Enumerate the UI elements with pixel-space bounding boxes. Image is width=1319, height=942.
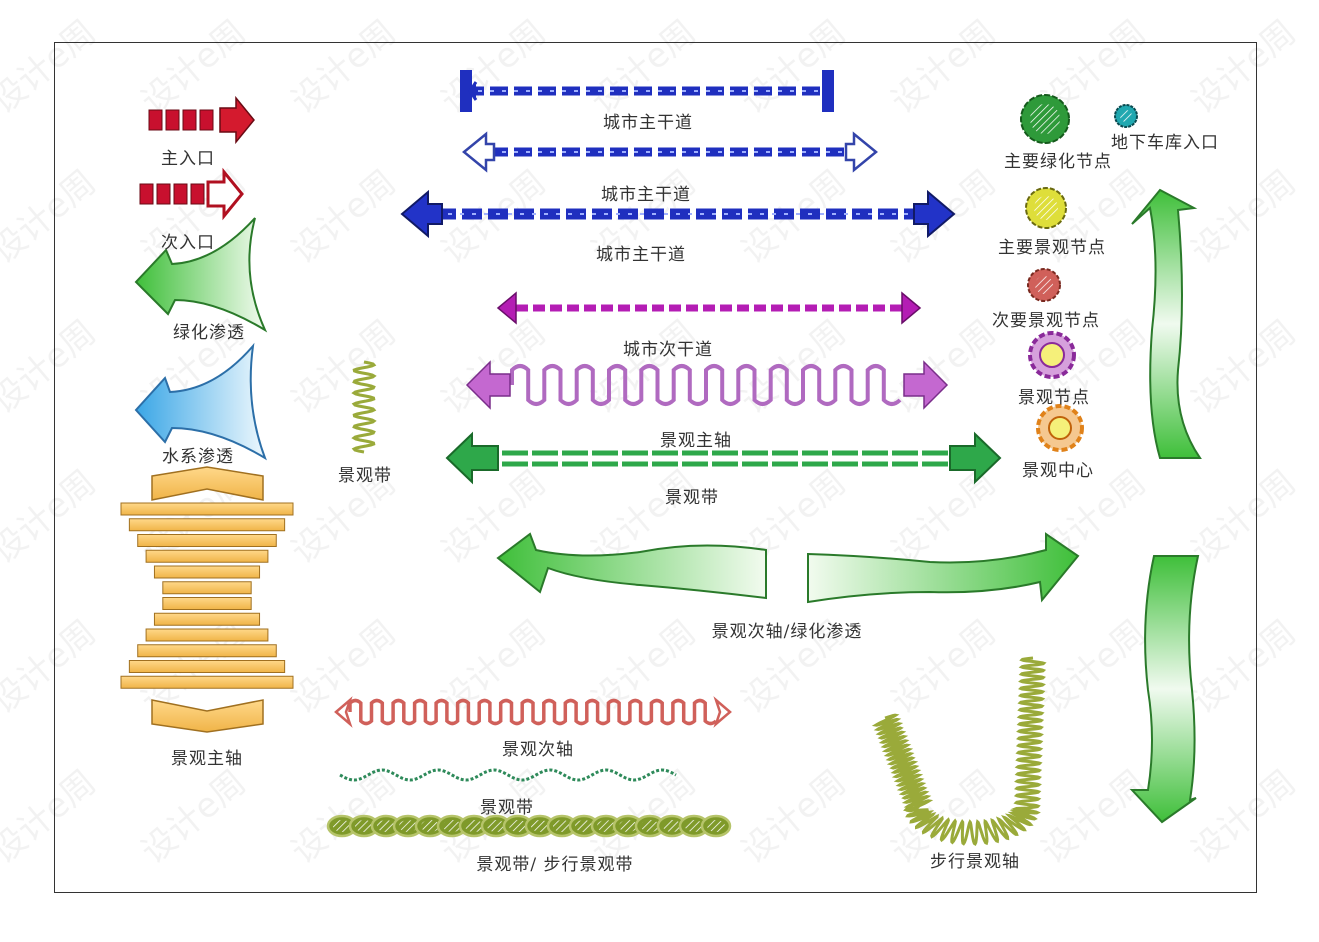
label-main-landscape-node: 主要景观节点 bbox=[998, 238, 1106, 258]
sub-entrance-arrow bbox=[139, 167, 244, 221]
walk-axis-coil bbox=[871, 656, 1047, 847]
water-permeation-funnel bbox=[134, 342, 267, 461]
label-landscape-belt-mid: 景观带 bbox=[665, 488, 719, 508]
landscape-belt-thin-wave bbox=[339, 768, 677, 782]
underground-garage-symbol bbox=[1114, 104, 1138, 128]
label-secondary-landscape-node: 次要景观节点 bbox=[992, 311, 1100, 331]
label-water-permeation: 水系渗透 bbox=[162, 447, 234, 467]
label-landscape-main-axis: 景观主轴 bbox=[660, 431, 732, 451]
label-green-permeation: 绿化渗透 bbox=[173, 323, 245, 343]
label-belt-walk: 景观带/ 步行景观带 bbox=[476, 855, 634, 875]
city-secondary-road bbox=[496, 291, 922, 325]
label-landscape-belt-bottom: 景观带 bbox=[480, 798, 534, 818]
landscape-main-axis-symbol bbox=[120, 466, 294, 733]
legend-frame bbox=[54, 42, 1257, 893]
landscape-center-symbol bbox=[1036, 404, 1084, 452]
label-landscape-belt-small: 景观带 bbox=[338, 466, 392, 486]
landscape-belt-green-double bbox=[445, 431, 1002, 485]
right-vertical-arrow-up bbox=[1131, 188, 1202, 459]
secondary-axis-arrow-right bbox=[807, 532, 1080, 604]
right-vertical-arrow-down bbox=[1129, 555, 1200, 824]
landscape-main-axis-wave bbox=[465, 360, 949, 410]
label-sub-entrance: 次入口 bbox=[161, 233, 215, 253]
label-secondary-axis-green: 景观次轴/绿化渗透 bbox=[711, 622, 863, 642]
label-landscape-center: 景观中心 bbox=[1022, 461, 1094, 481]
label-landscape-secondary-axis: 景观次轴 bbox=[502, 740, 574, 760]
label-walk-axis: 步行景观轴 bbox=[930, 852, 1020, 872]
label-underground-garage: 地下车库入口 bbox=[1111, 133, 1219, 153]
label-landscape-node: 景观节点 bbox=[1018, 388, 1090, 408]
landscape-belt-vertical-wave bbox=[351, 360, 377, 454]
landscape-secondary-axis-wave bbox=[334, 696, 732, 728]
label-city-secondary: 城市次干道 bbox=[623, 340, 713, 360]
label-city-trunk-3: 城市主干道 bbox=[596, 245, 686, 265]
landscape-belt-walk-chain bbox=[326, 814, 732, 838]
city-trunk-road-2 bbox=[462, 131, 878, 173]
green-permeation-funnel bbox=[134, 217, 268, 333]
label-city-trunk-1: 城市主干道 bbox=[603, 113, 693, 133]
label-city-trunk-2: 城市主干道 bbox=[601, 185, 691, 205]
main-entrance-arrow bbox=[148, 95, 255, 145]
landscape-node-symbol bbox=[1028, 331, 1076, 379]
city-trunk-road-1 bbox=[460, 70, 834, 112]
secondary-landscape-node-symbol bbox=[1027, 268, 1061, 302]
label-main-entrance: 主入口 bbox=[161, 149, 215, 169]
city-trunk-road-3 bbox=[400, 189, 956, 239]
main-landscape-node-symbol bbox=[1025, 187, 1067, 229]
label-landscape-main-axis-left: 景观主轴 bbox=[171, 749, 243, 769]
secondary-axis-arrow-left bbox=[496, 532, 767, 600]
label-main-green-node: 主要绿化节点 bbox=[1004, 152, 1112, 172]
main-green-node-symbol bbox=[1020, 94, 1070, 144]
